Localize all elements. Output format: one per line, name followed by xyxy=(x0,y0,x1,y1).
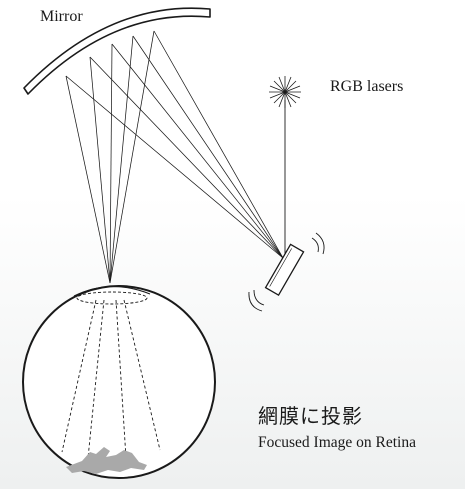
scan-beams-to-mirror xyxy=(65,30,284,259)
retina-projection-label-en: Focused Image on Retina xyxy=(258,434,416,451)
retina-image xyxy=(66,447,147,474)
lens xyxy=(76,291,148,305)
reflected-beams xyxy=(65,30,155,284)
retina-projection-label-jp: 網膜に投影 xyxy=(258,404,363,428)
rgb-lasers-label: RGB lasers xyxy=(330,78,404,95)
cornea xyxy=(73,285,151,297)
vibration-arcs-icon xyxy=(248,232,325,312)
mirror-label: Mirror xyxy=(40,8,83,25)
laser-source-icon xyxy=(269,76,301,108)
scanning-mirror-icon xyxy=(264,243,305,297)
internal-beams xyxy=(61,299,161,459)
eyeball xyxy=(22,285,216,479)
curved-mirror xyxy=(23,7,211,95)
